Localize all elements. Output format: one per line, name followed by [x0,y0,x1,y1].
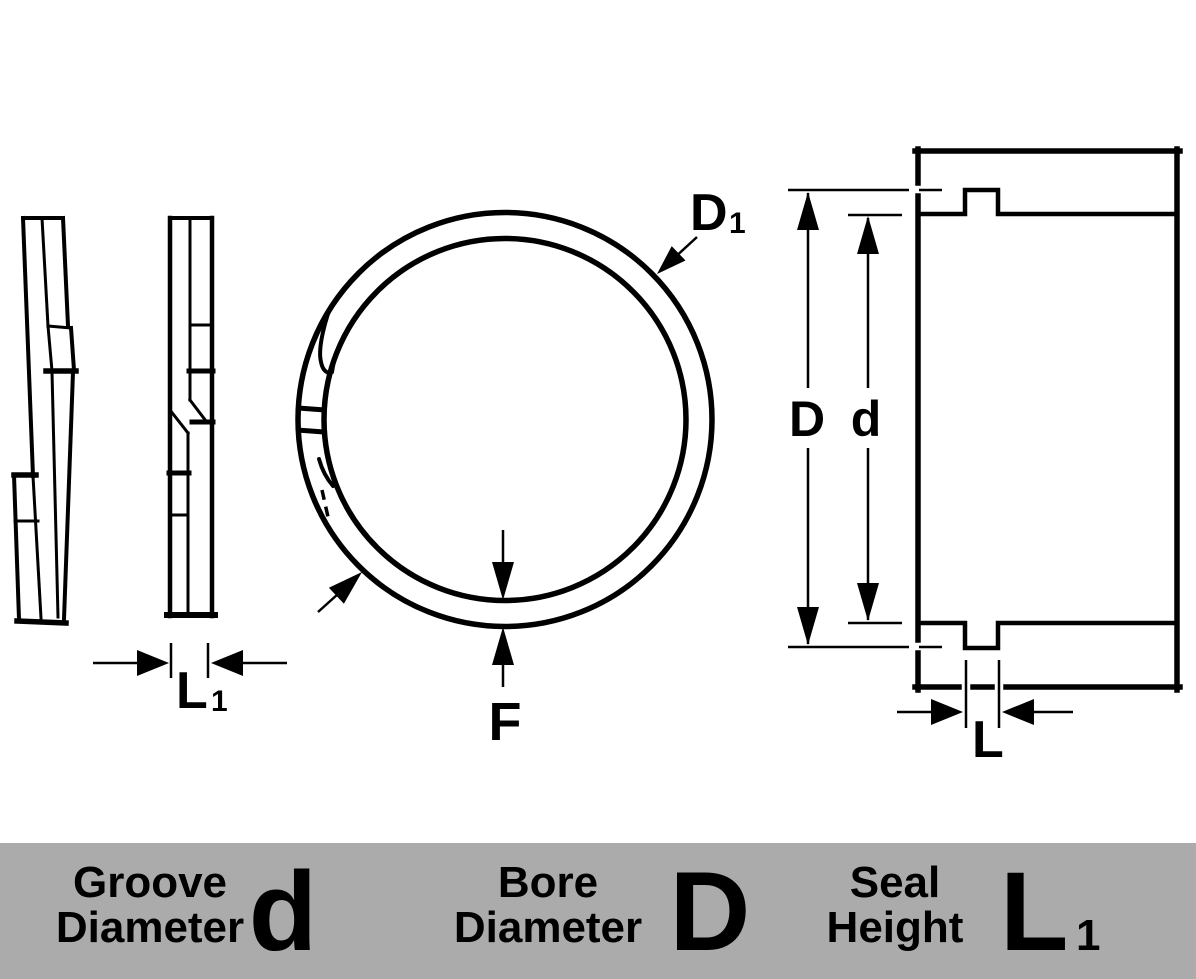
spiral-end-curve-lower [317,457,335,488]
spiral-joint-bar-upper [297,405,326,413]
l1-arrowhead-left [137,650,169,676]
d-bore-arrowhead-up [857,216,879,254]
free-view-left-edge-upper [20,215,36,479]
l-arrowhead-left [931,699,963,725]
legend-groove-symbol: d [249,849,317,974]
ring-outer-circle [295,209,715,630]
spiral-end-hook-upper [318,306,336,375]
side-view-installed [164,215,218,619]
legend-bar: Groove Diameter d Bore Diameter D Seal H… [0,843,1196,979]
legend-bore-line2: Diameter [454,903,642,952]
free-view-bottom-edge [14,618,69,626]
f-label: F [489,692,522,752]
free-view-right-edge-upper [60,215,71,329]
legend-bore-symbol: D [670,849,751,974]
l1-label: L [176,662,208,720]
f-upper-arrowhead [492,562,514,600]
d-lower-dimension: d [848,213,902,625]
legend-bore-line1: Bore [498,858,598,907]
free-view-right-tab-top [46,324,73,330]
legend-item-groove-diameter: Groove Diameter d [56,849,317,974]
free-view-right-tab-left [46,324,54,373]
legend-groove-line1: Groove [73,858,227,907]
free-view-inner-line-lower [31,474,43,620]
housing-bottom-bore-line-with-groove [915,620,1178,651]
f-dimension: F [489,530,522,752]
l-label: L [972,711,1004,769]
d-dim-label: D [789,391,825,447]
d-dim-arrowhead-up [797,192,819,230]
legend-item-bore-diameter: Bore Diameter D [454,849,751,974]
l1-arrowhead-right [211,650,243,676]
legend-seal-line1: Seal [850,858,941,907]
d-upper-dimension: D [788,188,942,649]
free-view-divider-upper [40,216,50,328]
legend-seal-symbol: L [1000,849,1068,974]
installed-view-jog-diagonal-1 [187,397,209,424]
l-dimension: L [897,660,1073,769]
ring-leader-arrowhead [328,572,362,604]
d-dim-arrowhead-down [797,607,819,645]
free-view-right-tab-right [68,325,77,373]
housing-top-bore-line-with-groove [915,187,1178,217]
d1-label-subscript: 1 [729,207,746,240]
d-bore-label: d [851,391,882,447]
ring-front-view [295,209,715,630]
ring-inner-circle [321,235,689,604]
free-view-right-edge-lower [61,369,76,622]
l-arrowhead-right [1002,699,1034,725]
f-lower-arrowhead [492,627,514,665]
d-bore-arrowhead-down [857,583,879,621]
ring-leader-arrow-line [317,593,339,613]
side-view-free-state [11,215,79,626]
d1-arrowhead [657,246,686,274]
legend-item-seal-height: Seal Height L 1 [827,849,1101,974]
legend-seal-line2: Height [827,903,964,952]
l1-label-subscript: 1 [211,685,228,718]
d1-label: D [690,184,728,242]
free-view-left-edge-lower [11,472,22,622]
legend-groove-line2: Diameter [56,903,244,952]
legend-background [0,843,1196,979]
d1-callout: D 1 [657,184,746,274]
l1-dimension: L 1 [93,643,287,720]
spiral-end-hidden-line [320,489,330,518]
legend-seal-symbol-subscript: 1 [1076,911,1100,960]
spiral-joint-bar-lower [296,427,325,435]
free-view-divider-lower [50,370,60,619]
installed-view-jog-diagonal-2 [167,407,191,436]
housing-cross-section [912,146,1183,693]
